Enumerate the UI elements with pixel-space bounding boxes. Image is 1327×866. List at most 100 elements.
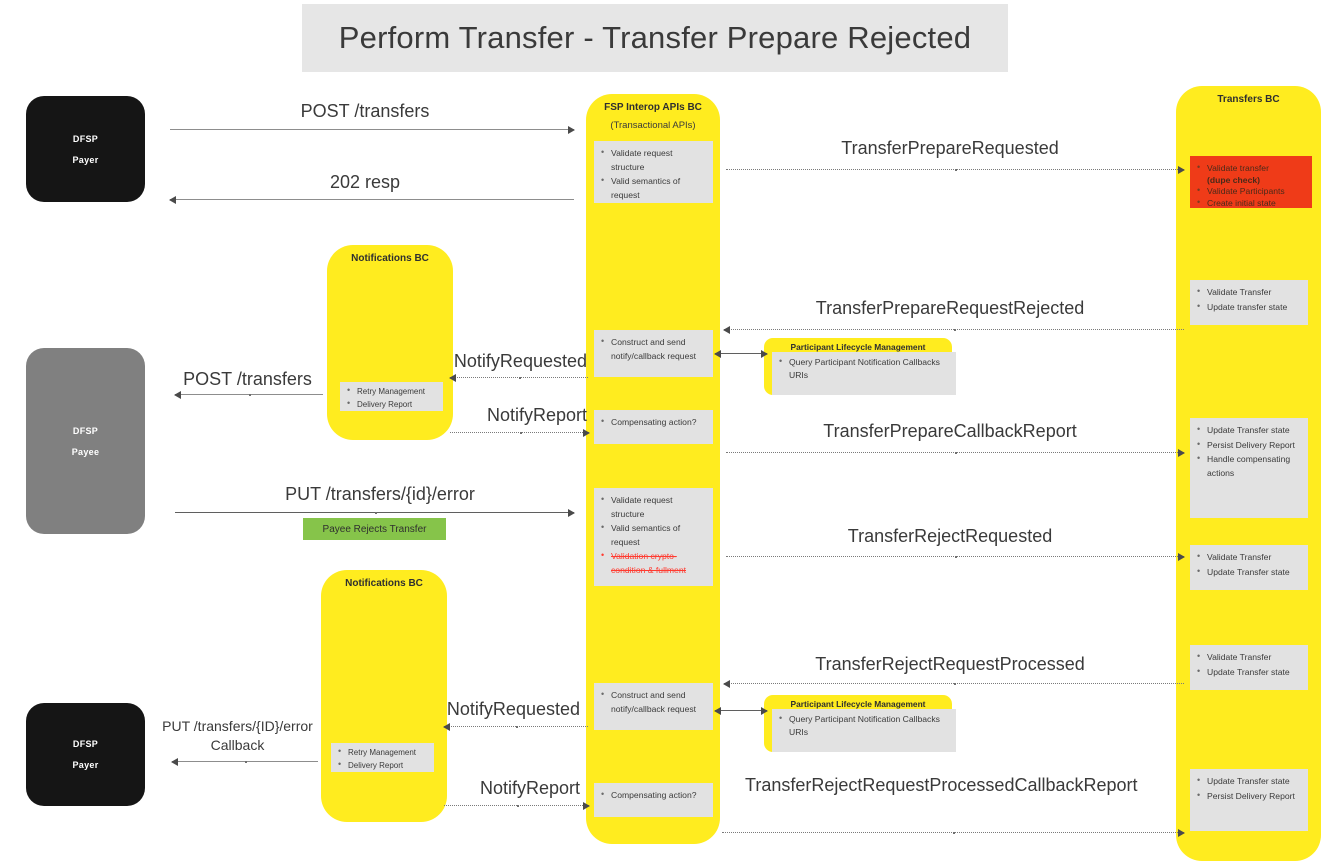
arrow-head-left-icon: [443, 723, 450, 731]
connector-transfer-prepare-requested: [726, 166, 1185, 174]
connector-notify-report-2: [444, 802, 590, 810]
connector-midpoint: [249, 394, 251, 396]
flow-label-notify-requested-2: NotifyRequested: [446, 699, 580, 719]
flow-label-notify-requested-1: NotifyRequested: [453, 351, 587, 371]
arrow-head-right-icon: [1178, 553, 1185, 561]
connector-midpoint: [955, 452, 957, 454]
flow-label-transfer-reject-request-processed-callback-report: TransferRejectRequestProcessedCallbackRe…: [745, 775, 1138, 795]
task-interop-compensating-2: Compensating action?: [594, 783, 713, 817]
connector-notify-requested-1: [449, 374, 588, 382]
task-plm-query-participant-top: Query Participant Notification Callbacks…: [772, 352, 956, 395]
arrow-head-left-icon: [174, 391, 181, 399]
arrow-head-right-icon: [761, 707, 768, 715]
lane-title-fsp-interop: FSP Interop APIs BC: [604, 102, 702, 113]
actor-dfsp-payer-top: DFSP Payer: [26, 96, 145, 202]
task-item: Update Transfer state: [1196, 423, 1301, 438]
task-interop-construct-notify-1: Construct and send notify/callback reque…: [594, 330, 713, 377]
connector-midpoint: [245, 761, 247, 763]
connector-midpoint: [955, 169, 957, 171]
flow-label-transfer-prepare-requested: TransferPrepareRequested: [841, 138, 1059, 158]
task-transfers-validate-update-3: Validate Transfer Update Transfer state: [1190, 645, 1308, 690]
flow-label-transfer-prepare-request-rejected: TransferPrepareRequestRejected: [815, 298, 1085, 318]
task-item-bold: (dupe check): [1207, 174, 1261, 185]
arrow-head-left-icon: [714, 707, 721, 715]
task-item: Validate Transfer: [1196, 550, 1301, 565]
task-item: Construct and send notify/callback reque…: [600, 335, 706, 363]
arrow-head-left-icon: [169, 196, 176, 204]
arrow-head-right-icon: [1178, 829, 1185, 837]
actor-dfsp-payer-bottom-line1: DFSP: [72, 739, 99, 749]
arrow-head-left-icon: [723, 326, 730, 334]
flow-label-notify-report-1: NotifyReport: [486, 405, 587, 425]
task-item: Compensating action?: [600, 415, 706, 430]
task-transfers-validate-dupe-check: Validate transfer (dupe check) Validate …: [1190, 156, 1312, 209]
task-item: Validate transfer: [1196, 161, 1305, 176]
connector-midpoint: [519, 377, 521, 379]
connector-notify-requested-2: [443, 723, 588, 731]
page-title: Perform Transfer - Transfer Prepare Reje…: [338, 20, 972, 55]
task-transfers-update-persist: Update Transfer state Persist Delivery R…: [1190, 769, 1308, 831]
task-transfers-update-persist-handle: Update Transfer state Persist Delivery R…: [1190, 418, 1308, 518]
task-item: Persist Delivery Report: [1196, 438, 1301, 453]
arrow-head-right-icon: [583, 802, 590, 810]
task-notifications-retry-delivery-bottom: Retry Management Delivery Report: [331, 743, 434, 772]
flow-label-transfer-reject-requested: TransferRejectRequested: [847, 526, 1053, 546]
connector-put-transfers-id-error-callback: [171, 758, 318, 766]
connector-post-transfers-payer: [170, 126, 575, 134]
task-item: Validate request structure: [600, 146, 706, 174]
actor-dfsp-payer-top-line1: DFSP: [72, 133, 99, 144]
connector-put-transfers-id-error: [175, 509, 575, 517]
task-item: Query Participant Notification Callbacks…: [778, 355, 950, 382]
task-item: Delivery Report: [346, 398, 437, 411]
connector-midpoint: [953, 832, 955, 834]
task-item: Update Transfer state: [1196, 565, 1301, 580]
task-item: Delivery Report: [337, 759, 428, 772]
lane-title-plm-top: Participant Lifecycle Management: [790, 342, 926, 352]
task-item: Construct and send notify/callback reque…: [600, 688, 706, 716]
task-notifications-retry-delivery-top: Retry Management Delivery Report: [340, 382, 443, 411]
connector-post-transfers-payee: [174, 391, 323, 399]
task-item: Update Transfer state: [1196, 665, 1301, 680]
connector-202-resp: [169, 196, 574, 204]
connector-transfer-prepare-callback-report: [726, 449, 1185, 457]
task-item-struck: Validation crypto-condition & fullment: [600, 549, 706, 577]
flow-label-transfer-reject-request-processed: TransferRejectRequestProcessed: [815, 654, 1085, 674]
task-item: Retry Management: [346, 385, 437, 398]
task-item: Compensating action?: [600, 788, 706, 803]
task-item: Validate Transfer: [1196, 285, 1301, 300]
connector-interop-plm-top: [714, 350, 768, 358]
task-item: Retry Management: [337, 746, 428, 759]
task-item: Validate Transfer: [1196, 650, 1301, 665]
task-item: Validate Participants: [1196, 184, 1305, 199]
flow-label-transfer-prepare-callback-report: TransferPrepareCallbackReport: [823, 421, 1077, 441]
task-interop-validate-request-1: Validate request structure Valid semanti…: [594, 141, 713, 203]
task-item: Handle compensating actions: [1196, 452, 1301, 480]
arrow-head-right-icon: [1178, 449, 1185, 457]
connector-midpoint: [516, 726, 518, 728]
task-item: Query Participant Notification Callbacks…: [778, 712, 950, 739]
note-payee-rejects-transfer: Payee Rejects Transfer: [303, 518, 446, 540]
flow-label-notify-report-2: NotifyReport: [479, 778, 580, 798]
actor-dfsp-payee-line2: Payee: [71, 446, 100, 457]
arrow-head-right-icon: [583, 429, 590, 437]
flow-label-put-transfers-id-error: PUT /transfers/{id}/error: [285, 484, 475, 504]
task-plm-query-participant-bottom: Query Participant Notification Callbacks…: [772, 709, 956, 752]
connector-transfer-reject-request-processed: [723, 680, 1184, 688]
arrow-head-left-icon: [449, 374, 456, 382]
task-transfers-validate-update-2: Validate Transfer Update Transfer state: [1190, 545, 1308, 590]
arrow-head-right-icon: [568, 509, 575, 517]
lane-participant-lifecycle-management-bottom: Participant Lifecycle Management Query P…: [764, 695, 956, 752]
actor-dfsp-payer-bottom-line2: Payer: [72, 760, 99, 770]
arrow-head-right-icon: [568, 126, 575, 134]
connector-midpoint: [954, 683, 956, 685]
connector-midpoint: [954, 329, 956, 331]
task-item: Persist Delivery Report: [1196, 789, 1301, 804]
task-interop-compensating-1: Compensating action?: [594, 410, 713, 444]
lane-notifications-bc-bottom: Notifications BC: [321, 570, 447, 822]
actor-dfsp-payer-top-line2: Payer: [72, 154, 99, 165]
connector-midpoint: [374, 512, 377, 514]
lane-title-transfers: Transfers BC: [1217, 94, 1280, 105]
task-item: Valid semantics of request: [600, 521, 706, 549]
task-item: Valid semantics of request: [600, 174, 706, 202]
flow-label-put-transfers-id-error-callback: PUT /transfers/{ID}/error Callback: [162, 718, 313, 753]
